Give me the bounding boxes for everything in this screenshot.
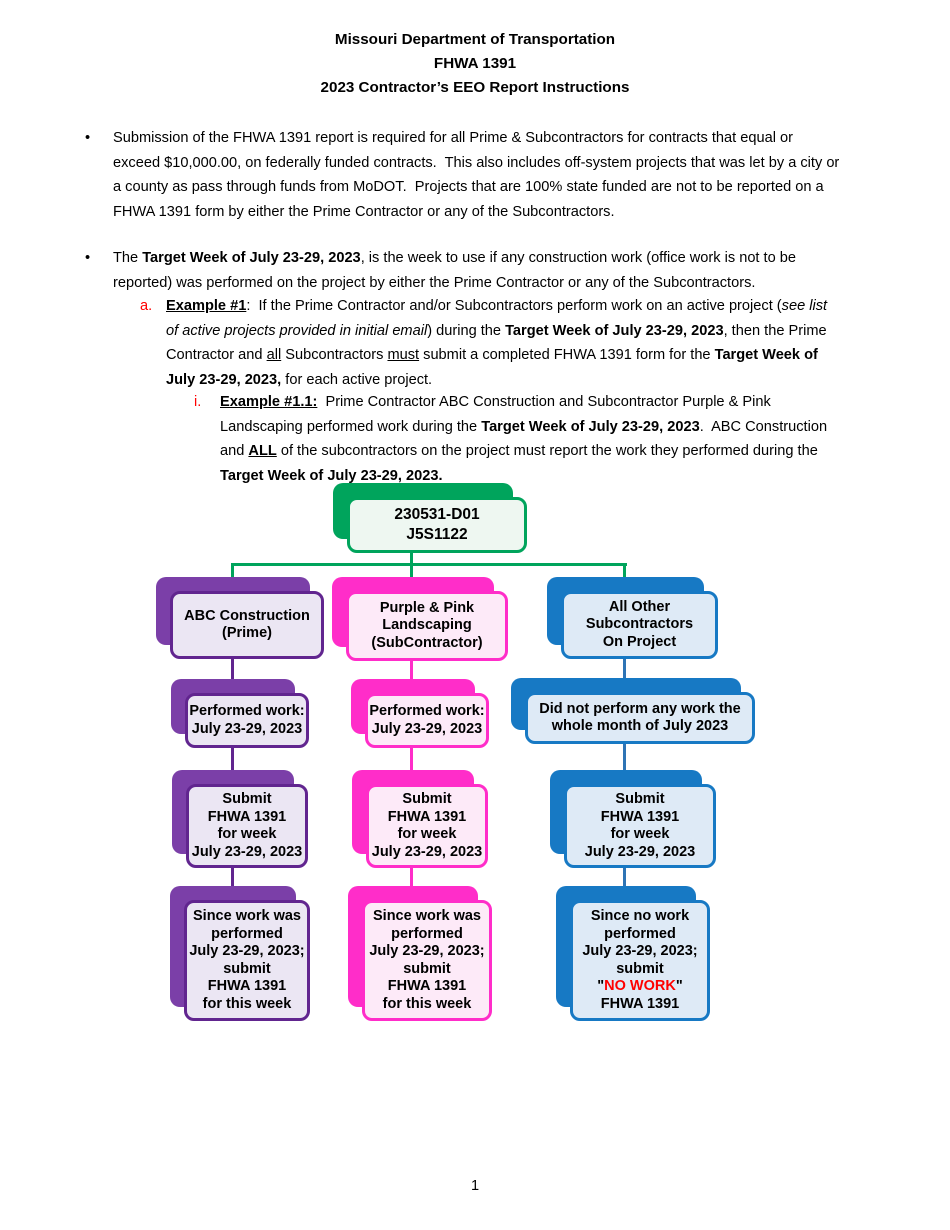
paragraph-submission-requirement: Submission of the FHWA 1391 report is re…: [113, 130, 840, 220]
page-number: 1: [470, 1178, 480, 1194]
document-title: Missouri Department of Transportation FH…: [0, 28, 950, 100]
bullet-marker: •: [85, 130, 91, 146]
node-pink-performed-work: Performed work:July 23-29, 2023: [351, 679, 489, 748]
title-line-1: Missouri Department of Transportation: [334, 31, 616, 48]
list-marker-a: a.: [140, 298, 153, 314]
title-line-2: FHWA 1391: [433, 55, 517, 72]
node-front-box: Performed work:July 23-29, 2023: [185, 693, 309, 748]
node-purple-performed-work: Performed work:July 23-29, 2023: [171, 679, 309, 748]
connector-drop-left: [231, 563, 234, 585]
paragraph-target-week: The Target Week of July 23-29, 2023, is …: [113, 250, 796, 291]
title-line-3: 2023 Contractor’s EEO Report Instruction…: [320, 79, 630, 96]
paragraph-example-1-1: Example #1.1: Prime Contractor ABC Const…: [220, 394, 828, 484]
node-front-box: Performed work:July 23-29, 2023: [365, 693, 489, 748]
connector-horizontal-bus: [231, 563, 627, 566]
node-abc-construction-prime: ABC Construction(Prime): [156, 577, 324, 659]
connector-drop-right: [623, 563, 626, 585]
bullet-marker: •: [85, 250, 91, 266]
paragraph-example-1: Example #1: If the Prime Contractor and/…: [166, 298, 828, 388]
list-marker-i: i.: [194, 394, 202, 410]
node-front-box: ABC Construction(Prime): [170, 591, 324, 659]
